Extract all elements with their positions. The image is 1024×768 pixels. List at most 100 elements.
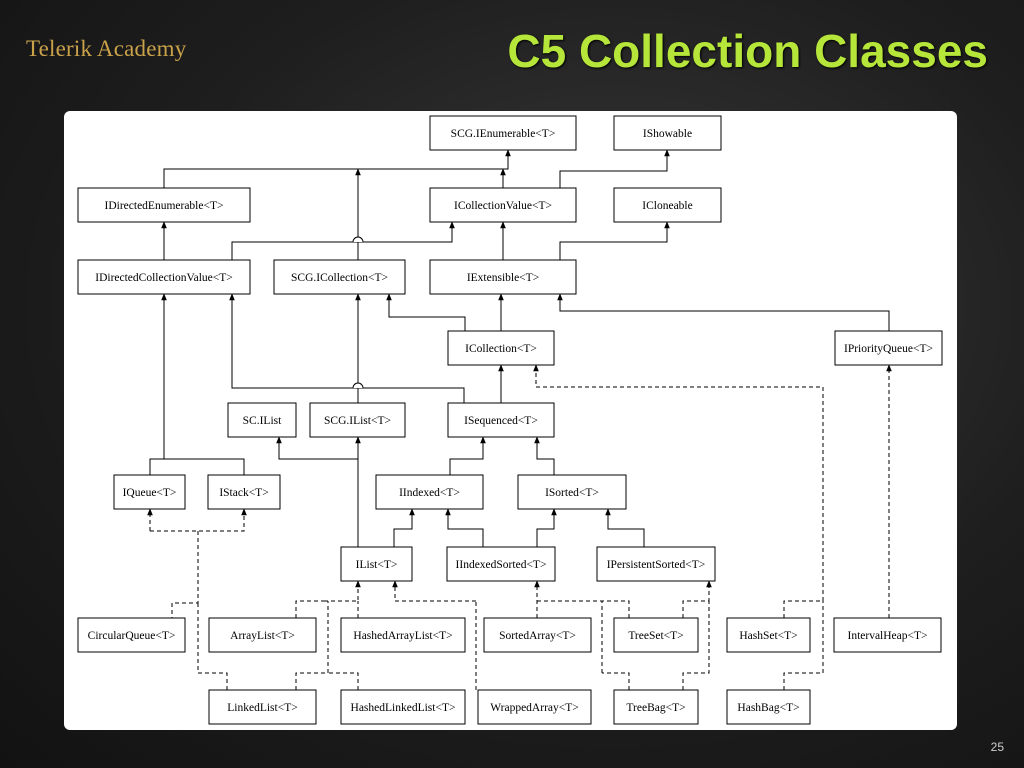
- node-box: [429, 187, 577, 223]
- inheritance-edge: [276, 436, 359, 547]
- class-hierarchy-diagram: SCG.IEnumerable<T> IShowableIDirectedEnum…: [77, 115, 943, 725]
- node-label: IQueue<T>: [123, 487, 177, 499]
- inheritance-edge: [386, 293, 466, 331]
- inheritance-edge: [449, 436, 486, 475]
- node-label: HashBag<T>: [737, 702, 799, 714]
- inheritance-edge: [605, 508, 645, 547]
- node-label: SCG.IEnumerable<T>: [451, 128, 556, 140]
- node-idirectedenumerable: IDirectedEnumerable<T>: [77, 187, 251, 223]
- node-label: HashSet<T>: [739, 630, 797, 642]
- node-box: [340, 546, 413, 582]
- node-box: [596, 546, 716, 582]
- inheritance-edge: [231, 221, 455, 260]
- inheritance-edge: [150, 508, 247, 532]
- node-hashedarraylist: HashedArrayList<T>: [340, 617, 466, 653]
- node-treeset: TreeSet<T>: [613, 617, 699, 653]
- node-label: ISequenced<T>: [464, 415, 538, 427]
- node-iextensible: IExtensible<T>: [429, 259, 577, 295]
- node-box: [77, 259, 251, 295]
- inheritance-edge: [445, 508, 484, 547]
- node-linkedlist: LinkedList<T>: [208, 689, 317, 725]
- node-label: IPersistentSorted<T>: [607, 559, 706, 571]
- node-label: IIndexed<T>: [399, 487, 460, 499]
- node-isequenced: ISequenced<T>: [447, 402, 555, 438]
- node-ipriorityqueue: IPriorityQueue<T>: [834, 330, 943, 366]
- line-crossing-hump: [352, 236, 364, 243]
- node-box: [834, 330, 943, 366]
- node-box: [77, 617, 186, 653]
- node-treebag: TreeBag<T>: [613, 689, 699, 725]
- node-box: [429, 259, 577, 295]
- inheritance-edge: [197, 603, 228, 690]
- node-box: [273, 259, 406, 295]
- node-sc-ilist: SC.IList: [227, 402, 297, 438]
- inheritance-edge: [163, 149, 511, 188]
- node-box: [613, 115, 722, 151]
- node-box: [227, 402, 297, 438]
- node-box: [446, 546, 556, 582]
- nodes-layer: SCG.IEnumerable<T> IShowableIDirectedEnum…: [77, 115, 943, 725]
- node-label: CircularQueue<T>: [88, 630, 176, 642]
- node-label: SC.IList: [243, 415, 282, 427]
- node-idirectedcollectionvalue: IDirectedCollectionValue<T>: [77, 259, 251, 295]
- node-box: [208, 689, 317, 725]
- node-box: [340, 689, 466, 725]
- node-label: SortedArray<T>: [499, 630, 576, 642]
- node-scg-ilist: SCG.IList<T>: [309, 402, 406, 438]
- node-scg-ienumerable: SCG.IEnumerable<T>: [429, 115, 577, 151]
- line-crossing-hump: [352, 382, 364, 389]
- node-box: [447, 402, 555, 438]
- node-box: [613, 187, 722, 223]
- node-label: HashedArrayList<T>: [353, 630, 452, 642]
- node-ipersistentsorted: IPersistentSorted<T>: [596, 546, 716, 582]
- slide-title: C5 Collection Classes: [507, 25, 988, 77]
- node-icloneable: ICloneable: [613, 187, 722, 223]
- node-box: [207, 474, 281, 510]
- node-label: LinkedList<T>: [227, 702, 297, 714]
- node-box: [113, 474, 186, 510]
- inheritance-edge: [295, 672, 328, 690]
- node-label: ArrayList<T>: [230, 630, 295, 642]
- inheritance-edge: [534, 436, 555, 475]
- node-label: IDirectedEnumerable<T>: [105, 200, 224, 212]
- inheritance-edge: [783, 601, 824, 690]
- inheritance-edge: [324, 580, 361, 602]
- node-box: [517, 474, 627, 510]
- node-circularqueue: CircularQueue<T>: [77, 617, 186, 653]
- inheritance-edge: [328, 672, 359, 690]
- node-intervalheap: IntervalHeap<T>: [833, 617, 942, 653]
- node-label: IIndexedSorted<T>: [456, 559, 547, 571]
- inheritance-edge: [537, 600, 630, 618]
- node-icollectionvalue: ICollectionValue<T>: [429, 187, 577, 223]
- node-wrappedarray: WrappedArray<T>: [477, 689, 592, 725]
- inheritance-edge: [149, 293, 167, 475]
- node-icollection: ICollection<T>: [447, 330, 555, 366]
- node-box: [447, 330, 555, 366]
- node-hashset: HashSet<T>: [726, 617, 811, 653]
- node-box: [477, 689, 592, 725]
- node-box: [429, 115, 577, 151]
- inheritance-edge: [602, 672, 630, 690]
- node-box: [613, 689, 699, 725]
- node-label: SCG.ICollection<T>: [291, 272, 388, 284]
- telerik-academy-logo: Telerik Academy: [26, 36, 187, 61]
- inheritance-edge: [682, 601, 710, 690]
- node-label: IDirectedCollectionValue<T>: [95, 272, 233, 284]
- node-arraylist: ArrayList<T>: [208, 617, 317, 653]
- inheritance-edge: [171, 531, 199, 618]
- edges-layer: [147, 149, 892, 690]
- node-istack: IStack<T>: [207, 474, 281, 510]
- inheritance-edge: [559, 221, 670, 260]
- node-box: [726, 617, 811, 653]
- node-hashedlinkedlist: HashedLinkedList<T>: [340, 689, 466, 725]
- inheritance-edge: [557, 293, 890, 331]
- node-box: [340, 617, 466, 653]
- inheritance-edge: [559, 149, 670, 188]
- node-sortedarray: SortedArray<T>: [483, 617, 592, 653]
- node-label: ICollectionValue<T>: [454, 200, 552, 212]
- node-ishowable: IShowable: [613, 115, 722, 151]
- node-scg-icollection: SCG.ICollection<T>: [273, 259, 406, 295]
- node-label: HashedLinkedList<T>: [351, 702, 456, 714]
- node-label: SCG.IList<T>: [324, 415, 391, 427]
